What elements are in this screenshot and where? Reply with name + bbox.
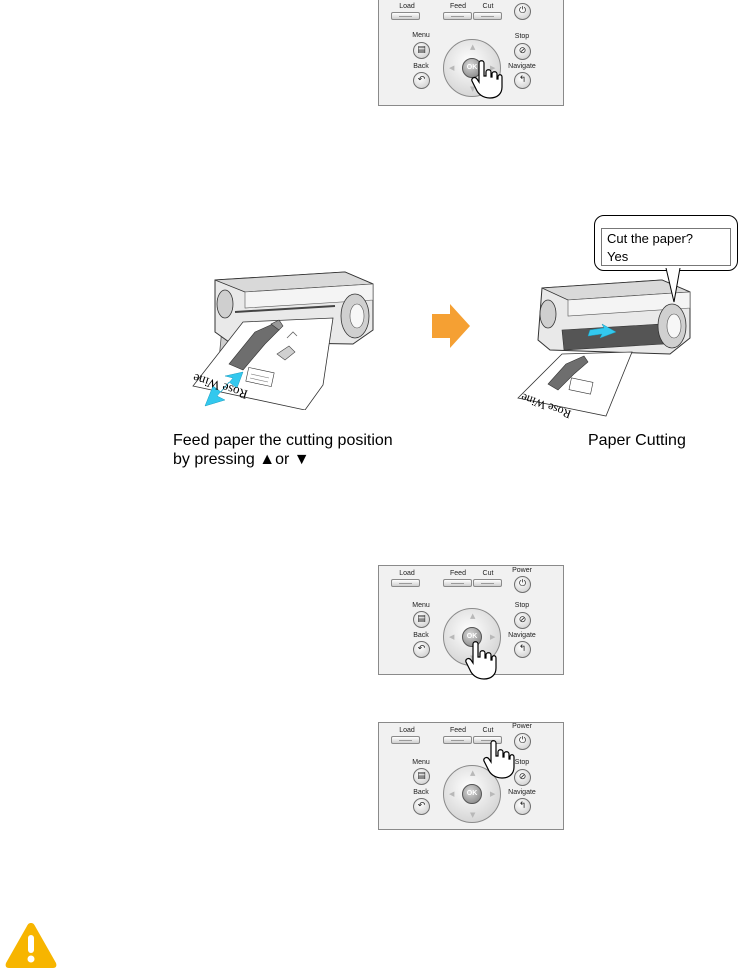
stop-icon: ⊘ — [518, 772, 527, 782]
caption-paper-cutting: Paper Cutting — [588, 432, 686, 449]
power-label: Power — [512, 567, 532, 574]
power-icon: ⏻ — [518, 736, 527, 746]
right-arrow-icon — [432, 304, 470, 348]
printer-cut-illustration — [517, 279, 691, 417]
left-arrow-icon: ◀ — [449, 633, 455, 641]
back-label: Back — [413, 63, 429, 70]
cut-key[interactable] — [473, 12, 502, 20]
stop-button[interactable]: ⊘ — [514, 612, 531, 629]
power-button[interactable]: ⏻ — [514, 733, 531, 750]
control-panel-cut: Load Feed Cut Power ⏻ Menu ▤ Back ↶ ▲ ◀ … — [378, 722, 564, 830]
stop-label: Stop — [514, 33, 530, 40]
back-button[interactable]: ↶ — [413, 798, 430, 815]
stop-icon: ⊘ — [518, 615, 527, 625]
display-line-1: Cut the paper? — [607, 231, 694, 246]
back-button[interactable]: ↶ — [413, 72, 430, 89]
menu-label: Menu — [412, 602, 430, 609]
feed-key[interactable] — [443, 736, 472, 744]
power-icon: ⏻ — [518, 579, 527, 589]
stop-label: Stop — [514, 602, 530, 609]
cut-label: Cut — [482, 3, 494, 10]
cut-label: Cut — [482, 727, 494, 734]
right-arrow-icon: ▶ — [490, 633, 496, 641]
stop-label: Stop — [514, 759, 530, 766]
navigation-dial[interactable]: ▲ ◀ ▶ ▼ OK — [443, 765, 501, 823]
stop-button[interactable]: ⊘ — [514, 43, 531, 60]
navigate-icon: ↰ — [518, 801, 527, 811]
left-arrow-icon: ◀ — [449, 64, 455, 72]
navigate-button[interactable]: ↰ — [514, 72, 531, 89]
menu-label: Menu — [412, 759, 430, 766]
back-label: Back — [413, 632, 429, 639]
display-screen: Cut the paper? Yes — [601, 228, 731, 266]
down-arrow-icon: ▼ — [470, 811, 476, 819]
down-arrow-icon: ▼ — [470, 85, 476, 93]
right-arrow-icon: ▶ — [490, 64, 496, 72]
load-label: Load — [399, 727, 415, 734]
hand-pointer-icon — [483, 740, 515, 779]
display-balloon: Cut the paper? Yes — [594, 215, 738, 271]
load-key[interactable] — [391, 12, 420, 20]
menu-icon: ▤ — [417, 771, 426, 781]
feed-label: Feed — [450, 727, 466, 734]
menu-button[interactable]: ▤ — [413, 42, 430, 59]
feed-key[interactable] — [443, 579, 472, 587]
cut-key[interactable] — [473, 736, 502, 744]
back-icon: ↶ — [417, 75, 426, 85]
navigate-label: Navigate — [508, 789, 536, 796]
left-arrow-icon: ◀ — [449, 790, 455, 798]
navigate-icon: ↰ — [518, 644, 527, 654]
caption-feed-line1: Feed paper the cutting position — [173, 432, 393, 449]
stop-button[interactable]: ⊘ — [514, 769, 531, 786]
back-button[interactable]: ↶ — [413, 641, 430, 658]
menu-button[interactable]: ▤ — [413, 611, 430, 628]
up-arrow-icon: ▲ — [470, 612, 476, 620]
feed-key[interactable] — [443, 12, 472, 20]
warning-icon — [5, 923, 57, 968]
navigate-label: Navigate — [508, 63, 536, 70]
load-label: Load — [399, 3, 415, 10]
control-panel-down: Load Feed Cut Power ⏻ Menu ▤ Back ↶ ▲ ◀ … — [378, 565, 564, 680]
menu-icon: ▤ — [417, 45, 426, 55]
feed-label: Feed — [450, 3, 466, 10]
navigate-label: Navigate — [508, 632, 536, 639]
power-button[interactable]: ⏻ — [514, 3, 531, 20]
navigate-button[interactable]: ↰ — [514, 798, 531, 815]
back-label: Back — [413, 789, 429, 796]
hand-pointer-icon — [471, 60, 503, 99]
ok-button[interactable]: OK — [462, 784, 482, 804]
cut-label: Cut — [482, 570, 494, 577]
menu-icon: ▤ — [417, 614, 426, 624]
feed-label: Feed — [450, 570, 466, 577]
power-label: Power — [512, 723, 532, 730]
navigate-icon: ↰ — [518, 75, 527, 85]
up-arrow-icon: ▲ — [470, 43, 476, 51]
back-icon: ↶ — [417, 801, 426, 811]
up-arrow-icon: ▲ — [470, 769, 476, 777]
control-panel-ok: Load Feed Cut Power ⏻ Menu ▤ Back ↶ ▲ ◀ … — [378, 0, 564, 106]
load-key[interactable] — [391, 736, 420, 744]
back-icon: ↶ — [417, 644, 426, 654]
load-key[interactable] — [391, 579, 420, 587]
menu-label: Menu — [412, 32, 430, 39]
printer-feed-illustration — [192, 271, 374, 410]
power-icon: ⏻ — [518, 6, 527, 16]
navigation-dial[interactable]: ▲ ◀ ▶ ▼ OK — [443, 39, 501, 97]
display-line-2: Yes — [607, 249, 629, 264]
right-arrow-icon: ▶ — [490, 790, 496, 798]
menu-button[interactable]: ▤ — [413, 768, 430, 785]
power-button[interactable]: ⏻ — [514, 576, 531, 593]
balloon-tail — [665, 268, 681, 303]
load-label: Load — [399, 570, 415, 577]
stop-icon: ⊘ — [518, 46, 527, 56]
cut-key[interactable] — [473, 579, 502, 587]
navigate-button[interactable]: ↰ — [514, 641, 531, 658]
hand-pointer-icon — [465, 641, 497, 680]
caption-feed-line2: by pressing ▲or ▼ — [173, 451, 310, 468]
